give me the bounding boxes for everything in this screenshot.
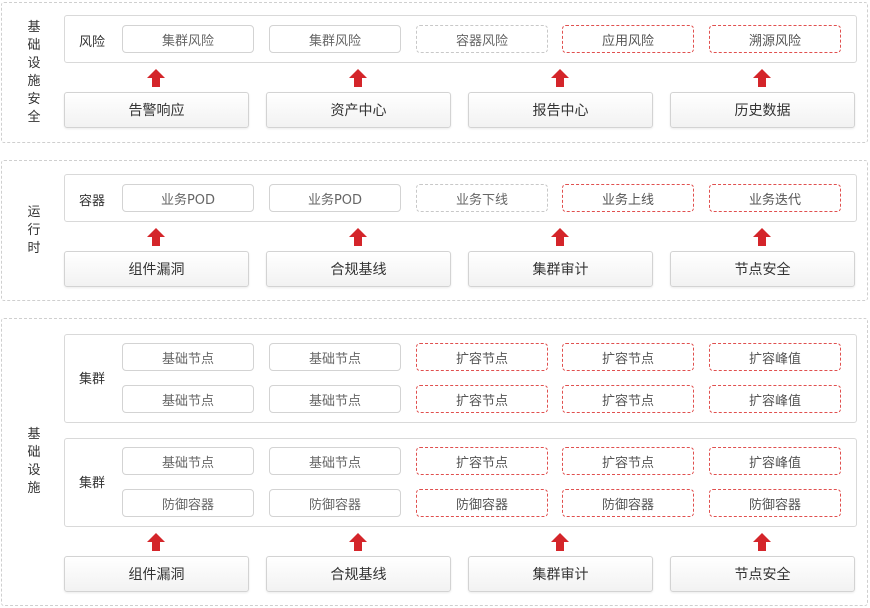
arrow-up-icon	[147, 228, 165, 246]
container-chip: 业务下线	[416, 184, 548, 212]
node-chip: 扩容节点	[416, 343, 548, 371]
node-chip: 扩容峰值	[709, 447, 841, 475]
arrow-up-icon	[753, 228, 771, 246]
panel-title: 集群	[79, 476, 106, 491]
section-label: 运行时	[27, 204, 41, 256]
node-chip: 基础节点	[269, 447, 401, 475]
panel-title: 风险	[79, 35, 106, 50]
node-chip: 基础节点	[122, 385, 254, 413]
cluster-audit-card[interactable]: 集群审计	[468, 251, 653, 287]
node-chip: 基础节点	[122, 447, 254, 475]
section-label: 基础设施	[27, 427, 41, 496]
panel-title: 集群	[79, 372, 106, 387]
node-chip: 扩容峰值	[709, 385, 841, 413]
risk-panel: 风险 集群风险 集群风险 容器风险 应用风险 溯源风险	[64, 15, 857, 63]
cluster-panel: 集群 基础节点 基础节点 扩容节点 扩容节点 扩容峰值 防御容器 防御容器 防御…	[64, 438, 857, 527]
node-chip: 扩容节点	[562, 447, 694, 475]
risk-chip: 集群风险	[122, 25, 254, 53]
node-chip: 扩容节点	[416, 447, 548, 475]
node-chip: 扩容节点	[416, 385, 548, 413]
asset-center-card[interactable]: 资产中心	[266, 92, 451, 128]
risk-chip: 集群风险	[269, 25, 401, 53]
arrow-up-icon	[147, 69, 165, 87]
report-center-card[interactable]: 报告中心	[468, 92, 653, 128]
panel-title: 容器	[79, 194, 106, 209]
node-chip: 扩容峰值	[709, 343, 841, 371]
node-chip: 基础节点	[122, 343, 254, 371]
risk-chip: 应用风险	[562, 25, 694, 53]
container-chip: 业务迭代	[709, 184, 841, 212]
arrow-up-icon	[349, 228, 367, 246]
history-data-card[interactable]: 历史数据	[670, 92, 855, 128]
node-chip: 扩容节点	[562, 385, 694, 413]
arrow-up-icon	[551, 228, 569, 246]
defense-container-chip: 防御容器	[562, 489, 694, 517]
section-infrastructure: 基础设施 集群 基础节点 基础节点 扩容节点 扩容节点 扩容峰值 基础节点 基础…	[1, 318, 868, 606]
component-vuln-card[interactable]: 组件漏洞	[64, 556, 249, 592]
container-panel: 容器 业务POD 业务POD 业务下线 业务上线 业务迭代	[64, 174, 857, 222]
node-chip: 基础节点	[269, 385, 401, 413]
arrow-up-icon	[349, 533, 367, 551]
arrow-up-icon	[147, 533, 165, 551]
defense-container-chip: 防御容器	[416, 489, 548, 517]
container-chip: 业务上线	[562, 184, 694, 212]
alert-response-card[interactable]: 告警响应	[64, 92, 249, 128]
node-chip: 基础节点	[269, 343, 401, 371]
node-chip: 扩容节点	[562, 343, 694, 371]
container-chip: 业务POD	[122, 184, 254, 212]
node-security-card[interactable]: 节点安全	[670, 251, 855, 287]
node-security-card[interactable]: 节点安全	[670, 556, 855, 592]
cluster-audit-card[interactable]: 集群审计	[468, 556, 653, 592]
arrow-up-icon	[753, 533, 771, 551]
risk-chip: 溯源风险	[709, 25, 841, 53]
defense-container-chip: 防御容器	[709, 489, 841, 517]
section-label: 基础设施安全	[27, 19, 41, 125]
arrow-up-icon	[551, 69, 569, 87]
section-runtime: 运行时 容器 业务POD 业务POD 业务下线 业务上线 业务迭代 组件漏洞 合…	[1, 160, 868, 301]
compliance-baseline-card[interactable]: 合规基线	[266, 556, 451, 592]
component-vuln-card[interactable]: 组件漏洞	[64, 251, 249, 287]
defense-container-chip: 防御容器	[122, 489, 254, 517]
section-infrastructure-security: 基础设施安全 风险 集群风险 集群风险 容器风险 应用风险 溯源风险 告警响应 …	[1, 2, 868, 143]
arrow-up-icon	[753, 69, 771, 87]
compliance-baseline-card[interactable]: 合规基线	[266, 251, 451, 287]
arrow-up-icon	[349, 69, 367, 87]
arrow-up-icon	[551, 533, 569, 551]
defense-container-chip: 防御容器	[269, 489, 401, 517]
cluster-panel: 集群 基础节点 基础节点 扩容节点 扩容节点 扩容峰值 基础节点 基础节点 扩容…	[64, 334, 857, 423]
container-chip: 业务POD	[269, 184, 401, 212]
risk-chip: 容器风险	[416, 25, 548, 53]
